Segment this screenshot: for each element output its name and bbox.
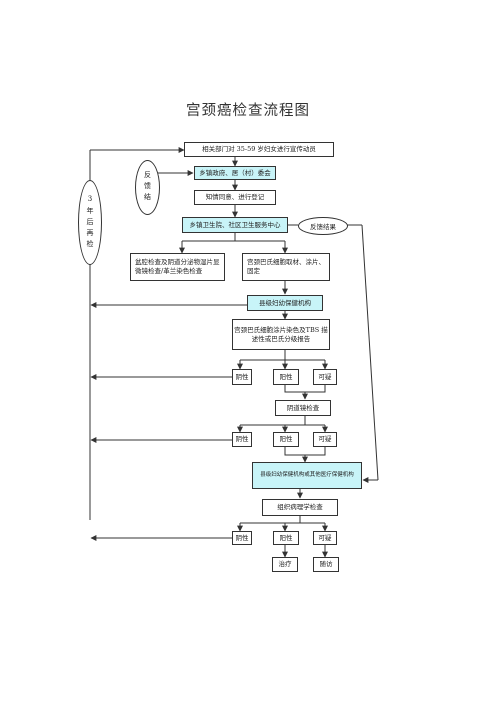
- node-county-or-other: 县级妇幼保健机构或其他医疗保健机构: [252, 462, 362, 489]
- feedback-oval-left: 反馈结: [135, 160, 160, 215]
- node-county-mch: 县级妇幼保健机构: [247, 295, 323, 311]
- result-negative-2: 阴性: [232, 432, 252, 447]
- feedback-oval-right: 反馈结果: [298, 217, 348, 235]
- node-follow-up: 随访: [313, 557, 339, 572]
- node-mobilization: 相关部门对 35-59 岁妇女进行宣传动员: [184, 142, 334, 157]
- result-negative-3: 阴性: [232, 531, 252, 545]
- node-consent-register: 知情同意、进行登记: [194, 190, 276, 205]
- result-suspicious-2: 可疑: [313, 432, 337, 447]
- result-positive-2: 阳性: [273, 432, 299, 447]
- node-pathology: 组织病理学检查: [262, 499, 338, 516]
- result-positive-1: 阳性: [273, 369, 299, 385]
- node-treatment: 治疗: [272, 557, 298, 572]
- node-township-gov: 乡镇政府、居（村）委会: [194, 166, 276, 180]
- result-suspicious-1: 可疑: [313, 369, 337, 385]
- page-title: 宫颈癌检查流程图: [186, 103, 310, 119]
- node-health-center: 乡镇卫生院、社区卫生服务中心: [182, 217, 288, 233]
- result-suspicious-3: 可疑: [313, 531, 337, 545]
- result-negative-1: 阴性: [232, 369, 252, 385]
- node-pap-report: 宫颈巴氏细胞涂片染色及TBS 描述性或巴氏分级报告: [232, 319, 330, 350]
- node-pap-sampling: 宫颈巴氏细胞取材、涂片、固定: [242, 253, 330, 281]
- recheck-oval: 3年后再检: [78, 180, 102, 265]
- node-colposcopy: 阴道镜检查: [275, 400, 331, 416]
- node-pelvic-exam: 盆腔检查及阴道分泌物湿片显微镜检查/革兰染色检查: [130, 253, 225, 281]
- result-positive-3: 阳性: [273, 531, 299, 545]
